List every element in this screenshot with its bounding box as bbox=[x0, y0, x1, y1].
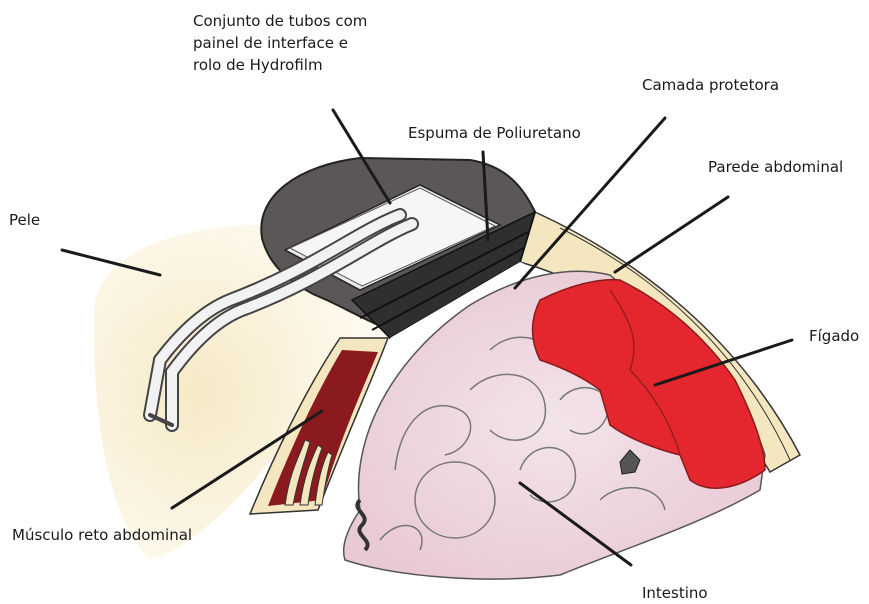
label-rectus-muscle: Músculo reto abdominal bbox=[12, 524, 192, 546]
label-protective-layer: Camada protetora bbox=[642, 74, 779, 96]
label-liver: Fígado bbox=[809, 325, 859, 347]
label-skin: Pele bbox=[9, 209, 40, 231]
leader-abdominal-wall bbox=[615, 197, 728, 272]
label-intestine: Intestino bbox=[642, 582, 708, 604]
label-tubing-set: Conjunto de tubos com painel de interfac… bbox=[193, 10, 367, 76]
label-foam: Espuma de Poliuretano bbox=[408, 122, 581, 144]
label-abdominal-wall: Parede abdominal bbox=[708, 156, 843, 178]
